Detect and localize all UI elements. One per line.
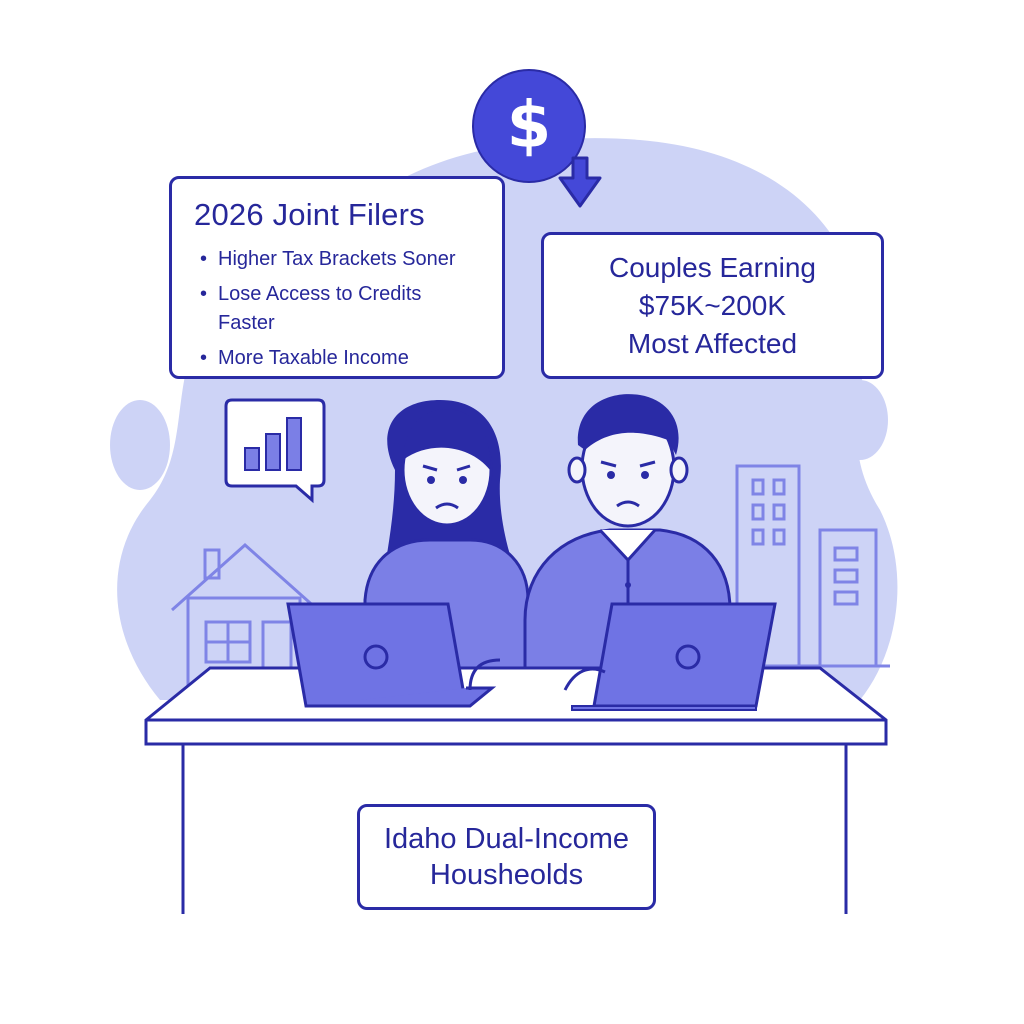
idaho-line-2: Housheolds	[429, 859, 584, 891]
bar-chart-icon	[224, 398, 326, 504]
joint-filers-list: Higher Tax Brackets Soner Lose Access to…	[194, 245, 482, 373]
laptop-icon	[286, 602, 501, 708]
couples-earning-card: Couples Earning $75K~200K Most Affected	[541, 232, 884, 379]
idaho-line-1: Idaho Dual-Income	[383, 823, 630, 855]
down-arrow-icon	[558, 156, 602, 208]
idaho-households-card: Idaho Dual-Income Housheolds	[357, 804, 656, 910]
list-item: More Taxable Income	[194, 344, 482, 373]
list-item: Higher Tax Brackets Soner	[194, 245, 482, 274]
laptop-icon	[563, 602, 777, 711]
building-icon	[700, 464, 890, 668]
joint-filers-title: 2026 Joint Filers	[194, 197, 425, 232]
dollar-symbol: $	[506, 89, 552, 163]
couples-line-1: Couples Earning	[608, 251, 817, 283]
dollar-coin-icon	[472, 69, 586, 183]
joint-filers-card: 2026 Joint Filers Higher Tax Brackets So…	[169, 176, 505, 379]
couples-line-3: Most Affected	[627, 327, 798, 359]
list-item: Lose Access to Credits Faster	[194, 280, 482, 338]
couples-line-2: $75K~200K	[638, 289, 787, 321]
